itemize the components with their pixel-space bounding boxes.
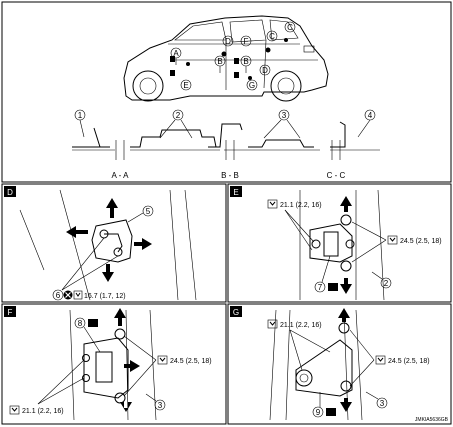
svg-text:5: 5 [146, 207, 151, 216]
svg-text:D: D [7, 188, 13, 197]
svg-text:F: F [244, 37, 249, 46]
part-8-label: 8 [74, 317, 101, 353]
lubricate-icon [326, 408, 336, 416]
hinge-assembly-f [82, 308, 140, 412]
svg-text:A - A: A - A [112, 171, 130, 180]
callout-d-rear: D [259, 64, 271, 76]
part-9-label: 9 [312, 392, 336, 418]
torque-label-right: 24.5 (2.5, 18) [351, 221, 442, 263]
callout-g: G [246, 79, 258, 91]
callout-d: D [222, 35, 234, 47]
callout-b-right: B [240, 55, 252, 73]
vehicle-side-view [123, 15, 329, 102]
svg-text:C: C [287, 23, 293, 32]
part-6-label: 6 [52, 237, 119, 301]
callout-a: A [170, 47, 182, 65]
part-3-label-g: 3 [365, 391, 388, 409]
svg-text:F: F [8, 308, 13, 317]
svg-text:3: 3 [380, 399, 385, 408]
part-3-label: 3 [263, 109, 301, 139]
part-4-label: 4 [357, 109, 376, 138]
panel-e: E 21.1 (2.2, 16) 24.5 (2.5, 18) [227, 183, 452, 303]
part-7-label: 7 [314, 255, 338, 293]
vehicle-callouts: A D C C B B F E [170, 21, 296, 91]
svg-text:C - C: C - C [327, 171, 346, 180]
svg-text:B - B: B - B [221, 171, 239, 180]
svg-text:21.1 (2.2, 16): 21.1 (2.2, 16) [280, 202, 322, 209]
svg-text:A: A [173, 49, 179, 58]
part-2-label: 2 [159, 109, 193, 139]
torque-label-bottom-f: 21.1 (2.2, 16) [9, 359, 85, 415]
figure-id: JMKIA5636GB [415, 417, 449, 423]
part-1-label: 1 [74, 109, 86, 138]
torque-label-top-g: 21.1 (2.2, 16) [267, 319, 331, 371]
svg-text:C: C [269, 32, 275, 41]
hinge-assembly-g [295, 308, 353, 412]
svg-text:4: 4 [368, 111, 373, 120]
torque-label-left: 21.1 (2.2, 16) [267, 199, 322, 251]
lubricate-icon [88, 319, 98, 327]
panel-g: G 21.1 (2.2, 16) 24.5 (2.5, 18) [227, 303, 452, 425]
direction-arrows [66, 198, 152, 282]
torque-wrench-icon [73, 290, 83, 300]
svg-text:D: D [262, 66, 268, 75]
svg-text:3: 3 [282, 111, 287, 120]
callout-f: F [240, 35, 252, 47]
section-b-marker: B - B [221, 140, 239, 180]
svg-text:D: D [225, 37, 231, 46]
svg-text:E: E [183, 81, 188, 90]
part-5-label: 5 [127, 205, 154, 223]
lubricate-icon [328, 283, 338, 291]
section-a-marker: A - A [112, 140, 130, 180]
torque-label-right-g: 24.5 (2.5, 18) [349, 329, 430, 387]
callout-b-left: B [214, 55, 226, 73]
callout-c-upper: C [284, 21, 296, 33]
svg-text:9: 9 [316, 408, 321, 417]
hinge-assembly [309, 196, 355, 294]
svg-text:8: 8 [78, 319, 83, 328]
svg-text:6: 6 [56, 291, 61, 300]
panel-f: F 8 24.5 (2.5, 18) [1, 303, 227, 425]
svg-text:B: B [217, 57, 222, 66]
panel-d: D 5 6 [1, 183, 227, 303]
callout-c-lower: C [266, 30, 278, 42]
section-c-marker: C - C [327, 140, 346, 180]
svg-text:E: E [233, 188, 238, 197]
svg-text:24.5 (2.5, 18): 24.5 (2.5, 18) [388, 358, 430, 365]
callout-e: E [180, 79, 192, 91]
svg-text:24.5 (2.5, 18): 24.5 (2.5, 18) [400, 238, 442, 245]
svg-text:G: G [249, 81, 255, 90]
svg-text:21.1 (2.2, 16): 21.1 (2.2, 16) [22, 408, 64, 415]
svg-text:2: 2 [384, 279, 389, 288]
section-views-row: 1 2 3 4 [72, 109, 380, 180]
svg-text:24.5 (2.5, 18): 24.5 (2.5, 18) [170, 358, 212, 365]
svg-text:21.1 (2.2, 16): 21.1 (2.2, 16) [280, 322, 322, 329]
svg-text:7: 7 [318, 283, 323, 292]
torque-label-right-f: 24.5 (2.5, 18) [123, 335, 212, 397]
svg-text:16.7 (1.7, 12): 16.7 (1.7, 12) [84, 293, 126, 300]
svg-text:B: B [243, 57, 248, 66]
part-3-label-f: 3 [145, 393, 166, 411]
replace-bolt-icon [63, 290, 73, 300]
top-overview-panel [1, 1, 452, 183]
svg-text:G: G [233, 308, 239, 317]
svg-text:1: 1 [78, 111, 83, 120]
svg-text:3: 3 [158, 401, 163, 410]
svg-text:2: 2 [176, 111, 181, 120]
part-2-label-e: 2 [371, 271, 392, 289]
